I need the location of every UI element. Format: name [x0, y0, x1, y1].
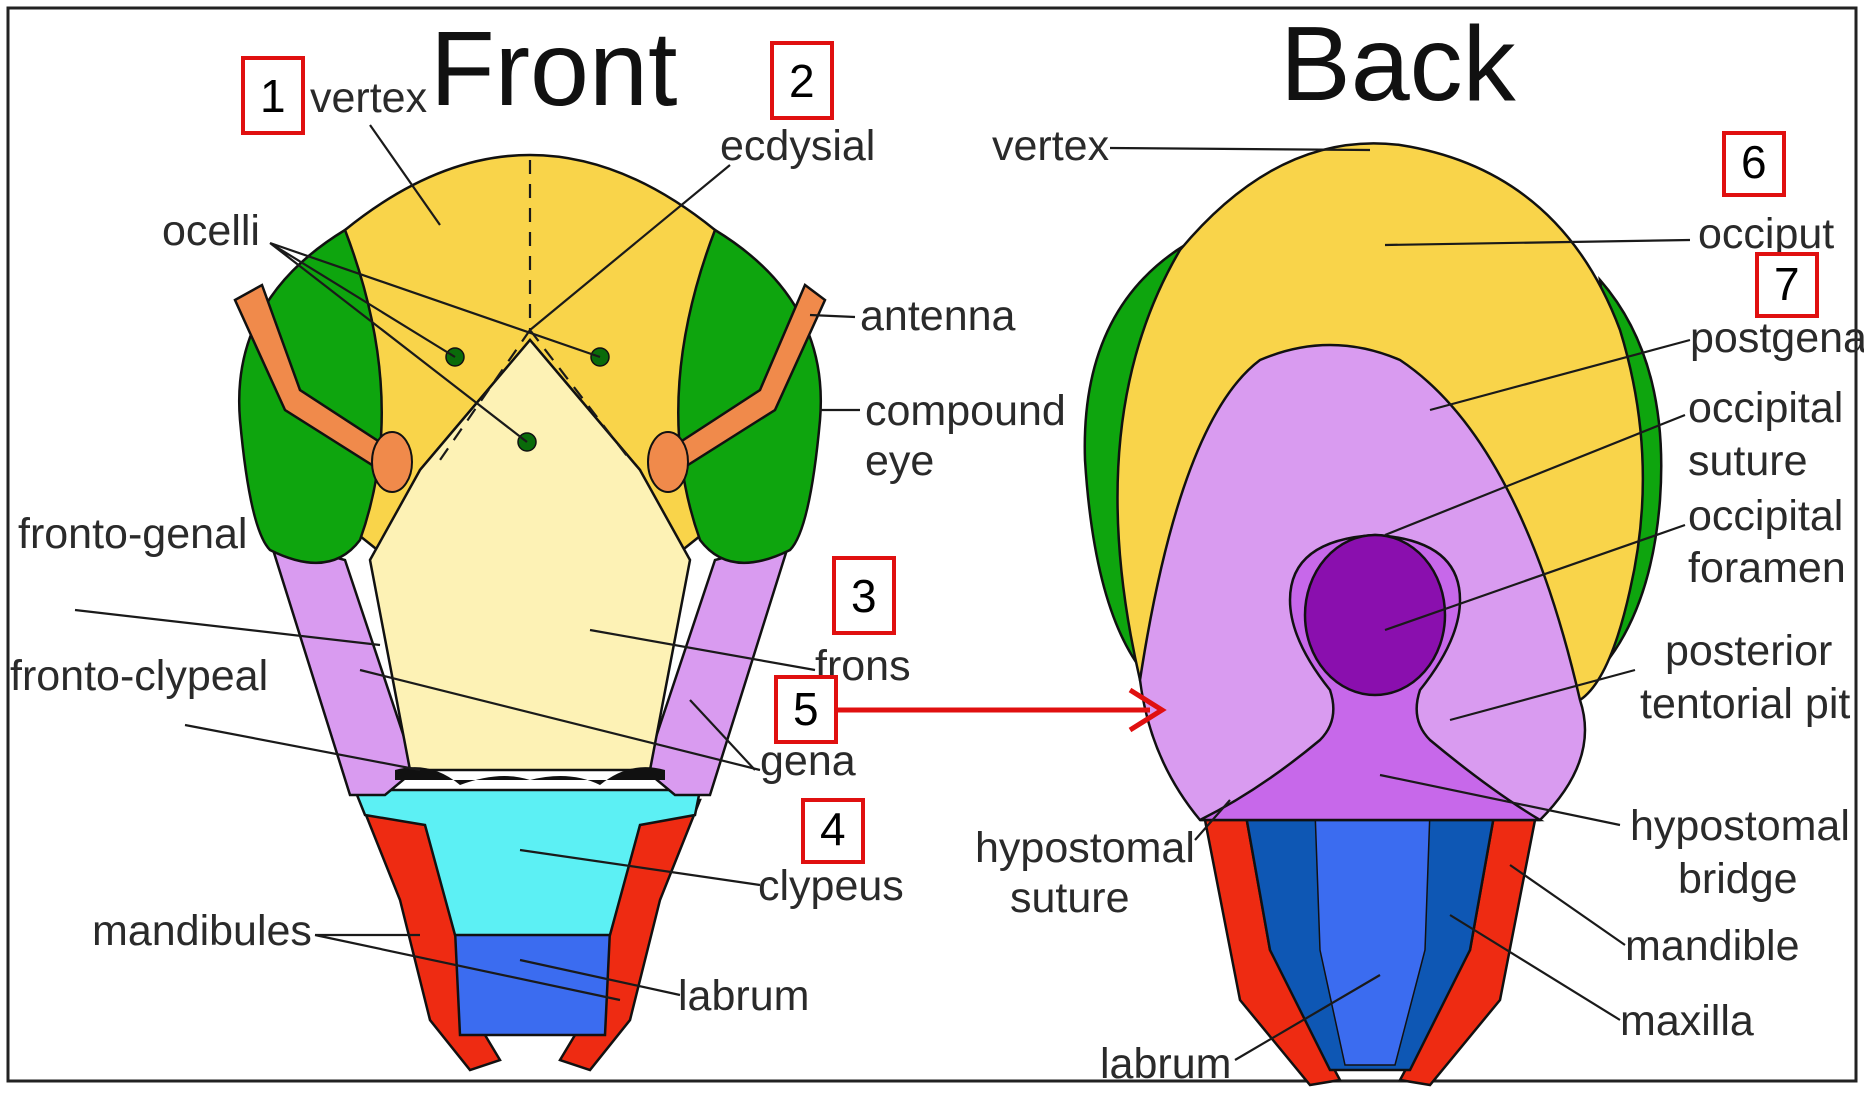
label-mandible: mandible	[1625, 922, 1800, 970]
label-posterior: posterior	[1665, 627, 1832, 675]
label-mandibules: mandibules	[92, 907, 312, 955]
label-ecdysial: ecdysial	[720, 122, 875, 170]
label-vertex-back: vertex	[992, 122, 1110, 170]
label-foramen: foramen	[1688, 544, 1846, 592]
label-eye: eye	[865, 437, 934, 485]
label-antenna: antenna	[860, 292, 1016, 340]
label-vertex-front: vertex	[310, 74, 428, 122]
label-hypostomal-2: hypostomal	[1630, 802, 1850, 850]
label-ocelli: ocelli	[162, 207, 260, 255]
label-suture-2: suture	[1010, 874, 1130, 922]
marker-1: 1	[260, 70, 286, 122]
label-gena: gena	[760, 737, 856, 785]
marker-2: 2	[789, 55, 815, 107]
marker-5: 5	[793, 683, 819, 735]
label-labrum-back: labrum	[1100, 1040, 1231, 1088]
marker-3: 3	[851, 570, 877, 622]
label-occipital-2: occipital	[1688, 492, 1843, 540]
marker-7: 7	[1774, 258, 1800, 310]
label-clypeus: clypeus	[758, 862, 904, 910]
label-tentorial-pit: tentorial pit	[1640, 680, 1850, 728]
label-labrum-front: labrum	[678, 972, 809, 1020]
marker-6: 6	[1741, 136, 1767, 188]
label-occipital-1: occipital	[1688, 384, 1843, 432]
label-bridge: bridge	[1678, 855, 1798, 903]
label-suture-1: suture	[1688, 437, 1808, 485]
front-title: Front	[430, 10, 677, 128]
label-fronto-genal: fronto-genal	[18, 510, 248, 558]
label-maxilla: maxilla	[1620, 997, 1754, 1045]
label-occiput: occiput	[1698, 210, 1834, 258]
marker-4: 4	[820, 803, 846, 855]
label-fronto-clypeal: fronto-clypeal	[10, 652, 268, 700]
back-occipital-foramen	[1305, 535, 1445, 695]
label-postgena: postgena	[1690, 314, 1864, 362]
label-compound: compound	[865, 387, 1066, 435]
back-title: Back	[1280, 5, 1517, 123]
label-hypostomal-1: hypostomal	[975, 824, 1195, 872]
front-labrum	[455, 930, 610, 1035]
blank-patch	[720, 185, 888, 225]
